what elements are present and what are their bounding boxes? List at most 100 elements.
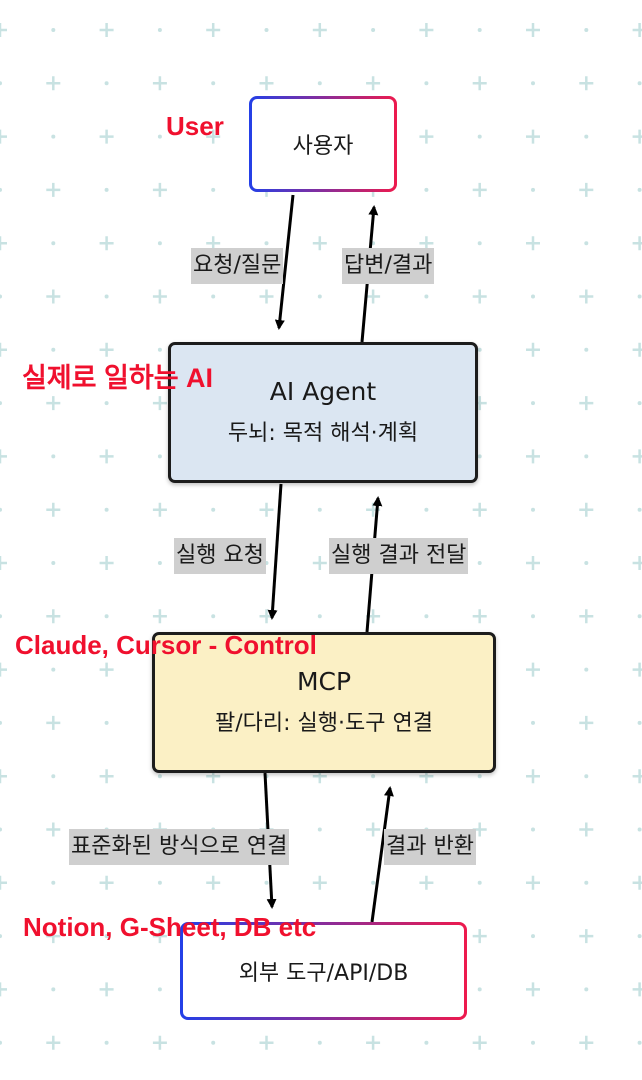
grid-plus-mark <box>579 289 594 304</box>
grid-plus-mark <box>312 23 327 37</box>
grid-plus-mark <box>526 236 540 251</box>
user-node[interactable]: 사용자 <box>249 96 397 192</box>
grid-dot <box>584 28 589 32</box>
grid-plus-mark <box>366 609 381 624</box>
grid-plus-mark <box>259 76 274 91</box>
mcp-subtitle: 팔/다리: 실행·도구 연결 <box>215 711 433 737</box>
grid-dot <box>477 987 482 992</box>
grid-dot <box>584 667 589 672</box>
grid-dot <box>211 187 216 192</box>
grid-dot <box>531 614 535 619</box>
grid-dot <box>211 294 216 299</box>
grid-plus-mark <box>46 822 61 837</box>
grid-plus-mark <box>0 769 7 784</box>
grid-dot <box>531 720 535 725</box>
mcp-node[interactable]: MCP 팔/다리: 실행·도구 연결 <box>152 632 496 773</box>
grid-dot <box>424 1040 429 1045</box>
grid-plus-mark <box>206 236 221 251</box>
grid-plus-mark <box>579 822 594 837</box>
grid-dot <box>637 614 642 619</box>
grid-plus-mark <box>259 502 274 517</box>
grid-plus-mark <box>472 1035 487 1050</box>
grid-dot <box>0 187 2 192</box>
grid-dot <box>264 241 269 246</box>
grid-plus-mark <box>472 289 487 304</box>
grid-plus-mark <box>46 1035 61 1050</box>
grid-dot <box>317 81 322 86</box>
grid-dot <box>0 401 2 406</box>
grid-dot <box>51 987 56 992</box>
mcp-title: MCP <box>296 666 352 696</box>
grid-dot <box>211 1040 216 1045</box>
grid-dot <box>477 28 482 32</box>
grid-dot <box>637 294 642 299</box>
grid-plus-mark <box>472 76 487 91</box>
grid-plus-mark <box>526 662 540 677</box>
grid-plus-mark <box>579 1035 594 1050</box>
grid-plus-mark <box>366 289 381 304</box>
grid-dot <box>51 774 56 779</box>
user-node-label: 사용자 <box>292 134 354 159</box>
grid-dot <box>424 507 429 512</box>
grid-dot <box>51 28 56 32</box>
grid-dot <box>51 667 56 672</box>
grid-dot <box>104 1040 109 1045</box>
grid-plus-mark <box>206 23 221 37</box>
grid-dot <box>157 347 162 352</box>
grid-plus-mark <box>206 875 221 890</box>
grid-dot <box>104 187 109 192</box>
grid-plus-mark <box>99 449 114 464</box>
grid-dot <box>317 507 322 512</box>
grid-dot <box>104 507 109 512</box>
grid-plus-mark <box>472 609 487 624</box>
grid-dot <box>531 1040 535 1045</box>
ai-agent-node[interactable]: AI Agent 두뇌: 목적 해석·계획 <box>168 342 478 483</box>
grid-plus-mark <box>526 769 540 784</box>
grid-dot <box>371 28 376 32</box>
edge-label-mcp-to-external: 표준화된 방식으로 연결 <box>69 829 290 865</box>
grid-plus-mark <box>46 289 61 304</box>
grid-dot <box>211 614 216 619</box>
grid-plus-mark <box>0 875 7 890</box>
grid-plus-mark <box>259 609 274 624</box>
grid-dot <box>157 28 162 32</box>
grid-dot <box>584 987 589 992</box>
grid-plus-mark <box>259 1035 274 1050</box>
grid-plus-mark <box>0 23 7 37</box>
grid-plus-mark <box>0 129 7 144</box>
grid-dot <box>637 720 642 725</box>
grid-plus-mark <box>579 609 594 624</box>
grid-plus-mark <box>419 875 434 890</box>
grid-plus-mark <box>579 715 594 730</box>
grid-plus-mark <box>206 129 221 144</box>
grid-dot <box>51 454 56 459</box>
grid-dot <box>424 81 429 86</box>
grid-plus-mark <box>526 23 540 37</box>
external-tools-node[interactable]: 외부 도구/API/DB <box>180 922 467 1020</box>
annotation-agent: 실제로 일하는 AI <box>22 363 214 393</box>
grid-dot <box>211 507 216 512</box>
grid-dot <box>51 134 56 139</box>
edge-label-user-to-agent: 요청/질문 <box>191 248 284 284</box>
grid-plus-mark <box>526 875 540 890</box>
grid-plus-mark <box>632 769 642 784</box>
grid-plus-mark <box>0 342 7 357</box>
grid-plus-mark <box>99 129 114 144</box>
grid-dot <box>157 134 162 139</box>
grid-dot <box>104 401 109 406</box>
grid-dot <box>531 827 535 832</box>
grid-plus-mark <box>579 182 594 197</box>
annotation-external: Notion, G-Sheet, DB etc <box>23 912 317 942</box>
grid-dot <box>584 880 589 885</box>
grid-dot <box>424 187 429 192</box>
grid-dot <box>157 241 162 246</box>
grid-plus-mark <box>0 982 7 997</box>
grid-plus-mark <box>579 929 594 944</box>
grid-plus-mark <box>99 23 114 37</box>
grid-dot <box>584 347 589 352</box>
grid-plus-mark <box>46 929 61 944</box>
grid-dot <box>371 880 376 885</box>
annotation-mcp: Claude, Cursor - Control <box>15 630 317 660</box>
grid-dot <box>637 934 642 939</box>
grid-plus-mark <box>0 236 7 251</box>
